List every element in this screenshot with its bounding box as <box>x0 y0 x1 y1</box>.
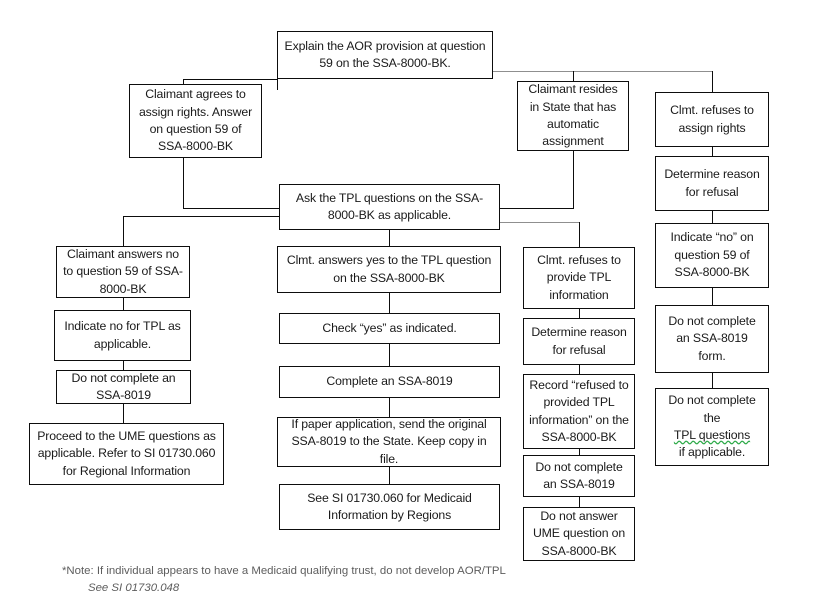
connector-left-2 <box>123 361 125 370</box>
connector-to-refuses-assign <box>712 71 714 92</box>
connector-mid-2 <box>389 344 391 366</box>
connector-to-agrees <box>183 79 185 85</box>
node-rmid-determine-reason-refusal-label: Determine reason for refusal <box>531 325 627 357</box>
footnote-line-2-reference: See SI 01730.048 <box>88 581 180 594</box>
connector-rmid-1 <box>579 309 581 318</box>
node-rmid-record-refused[interactable]: Record “refused to provided TPL informat… <box>523 374 635 449</box>
node-left-claimant-answers-no-label: Claimant answers no to question 59 of SS… <box>63 246 183 296</box>
node-right-indicate-no-q59-label: Indicate “no” on question 59 of SSA-8000… <box>670 230 754 280</box>
connector-root-left-stem <box>277 79 279 90</box>
connector-root-right-bus <box>493 71 713 73</box>
node-right-no-tpl-questions-label: Do not complete the TPL questions if app… <box>661 392 763 462</box>
node-claimant-resides-auto-state[interactable]: Claimant resides in State that has autom… <box>517 81 629 151</box>
connector-left-1 <box>123 298 125 310</box>
connector-right-2 <box>712 211 714 223</box>
node-rmid-do-not-complete-8019[interactable]: Do not complete an SSA-8019 <box>523 455 635 497</box>
connector-autostate-down <box>573 151 575 209</box>
node-right-no-tpl-pre: Do not complete the <box>668 393 756 425</box>
node-ask-tpl-questions[interactable]: Ask the TPL questions on the SSA-8000-BK… <box>279 184 500 230</box>
node-explain-aor-provision[interactable]: Explain the AOR provision at question 59… <box>277 31 493 79</box>
node-mid-check-yes-label: Check “yes” as indicated. <box>322 320 457 335</box>
connector-mid-4 <box>389 467 391 484</box>
node-left-do-not-complete-8019[interactable]: Do not complete an SSA-8019 <box>56 370 191 404</box>
node-rmid-determine-reason-refusal[interactable]: Determine reason for refusal <box>523 318 635 365</box>
node-ask-tpl-questions-label: Ask the TPL questions on the SSA-8000-BK… <box>295 190 484 222</box>
node-mid-complete-8019[interactable]: Complete an SSA-8019 <box>279 366 500 398</box>
connector-ask-to-refusetpl-h <box>500 222 580 224</box>
connector-right-1 <box>712 147 714 156</box>
connector-right-3 <box>712 288 714 305</box>
node-claimant-agrees-assign-label: Claimant agrees to assign rights. Answer… <box>138 87 253 154</box>
node-claimant-resides-auto-state-label: Claimant resides in State that has autom… <box>528 82 618 149</box>
node-left-do-not-complete-8019-label: Do not complete an SSA-8019 <box>71 370 176 402</box>
connector-ask-to-yes <box>389 230 391 246</box>
node-left-claimant-answers-no[interactable]: Claimant answers no to question 59 of SS… <box>56 246 190 298</box>
node-mid-paper-application[interactable]: If paper application, send the original … <box>277 417 501 467</box>
node-rmid-refuses-provide-tpl-label: Clmt. refuses to provide TPL information <box>537 252 621 302</box>
node-right-indicate-no-q59[interactable]: Indicate “no” on question 59 of SSA-8000… <box>655 223 769 288</box>
node-mid-complete-8019-label: Complete an SSA-8019 <box>326 374 453 389</box>
node-left-proceed-ume-label: Proceed to the UME questions as applicab… <box>37 428 216 478</box>
node-rmid-do-not-answer-ume[interactable]: Do not answer UME question on SSA-8000-B… <box>523 507 635 561</box>
connector-agrees-down <box>183 158 185 209</box>
node-right-no-8019-form[interactable]: Do not complete an SSA-8019 form. <box>655 305 769 373</box>
connector-right-4 <box>712 373 714 388</box>
node-mid-see-si-medicaid-label: See SI 01730.060 for Medicaid Informatio… <box>307 490 472 522</box>
node-mid-see-si-medicaid[interactable]: See SI 01730.060 for Medicaid Informatio… <box>279 484 500 530</box>
node-mid-paper-application-label: If paper application, send the original … <box>291 416 487 466</box>
connector-rmid-2 <box>579 365 581 374</box>
node-left-proceed-ume[interactable]: Proceed to the UME questions as applicab… <box>29 423 224 485</box>
node-right-determine-reason-refusal[interactable]: Determine reason for refusal <box>655 156 769 211</box>
connector-root-left-horizontal <box>183 79 278 81</box>
node-explain-aor-provision-label: Explain the AOR provision at question 59… <box>284 38 486 70</box>
connector-mid-1 <box>389 293 391 313</box>
node-rmid-do-not-answer-ume-label: Do not answer UME question on SSA-8000-B… <box>532 508 626 558</box>
node-right-no-tpl-flagged-text: TPL questions <box>673 428 751 442</box>
node-left-indicate-no-tpl[interactable]: Indicate no for TPL as applicable. <box>54 310 191 361</box>
connector-ask-to-refusetpl-v <box>579 222 581 247</box>
connector-ask-to-no-v <box>123 216 125 246</box>
footnote-line-1: *Note: If individual appears to have a M… <box>62 565 506 577</box>
node-mid-check-yes[interactable]: Check “yes” as indicated. <box>279 313 500 344</box>
connector-rmid-3 <box>579 449 581 455</box>
node-clmt-refuses-assign-label: Clmt. refuses to assign rights <box>670 103 754 135</box>
node-clmt-refuses-assign[interactable]: Clmt. refuses to assign rights <box>655 92 769 147</box>
connector-ask-to-no-h <box>123 216 280 218</box>
node-claimant-agrees-assign[interactable]: Claimant agrees to assign rights. Answer… <box>129 84 262 158</box>
node-mid-answers-yes-tpl-label: Clmt. answers yes to the TPL question on… <box>286 253 492 285</box>
connector-autostate-to-ask <box>500 208 574 210</box>
connector-to-auto-state <box>573 71 575 82</box>
node-rmid-do-not-complete-8019-label: Do not complete an SSA-8019 <box>535 459 623 491</box>
connector-agrees-to-ask <box>183 208 279 210</box>
node-mid-answers-yes-tpl[interactable]: Clmt. answers yes to the TPL question on… <box>277 246 501 293</box>
connector-rmid-4 <box>579 497 581 507</box>
connector-left-3 <box>123 404 125 423</box>
node-rmid-refuses-provide-tpl[interactable]: Clmt. refuses to provide TPL information <box>523 247 635 309</box>
node-left-indicate-no-tpl-label: Indicate no for TPL as applicable. <box>64 319 181 351</box>
footnote: *Note: If individual appears to have a M… <box>62 563 506 596</box>
connector-mid-3 <box>389 398 391 417</box>
node-right-no-tpl-post: if applicable. <box>678 445 746 460</box>
node-rmid-record-refused-label: Record “refused to provided TPL informat… <box>529 377 629 444</box>
node-right-no-8019-form-label: Do not complete an SSA-8019 form. <box>668 313 756 363</box>
node-right-no-tpl-questions[interactable]: Do not complete the TPL questions if app… <box>655 388 769 466</box>
node-right-determine-reason-refusal-label: Determine reason for refusal <box>664 167 760 199</box>
